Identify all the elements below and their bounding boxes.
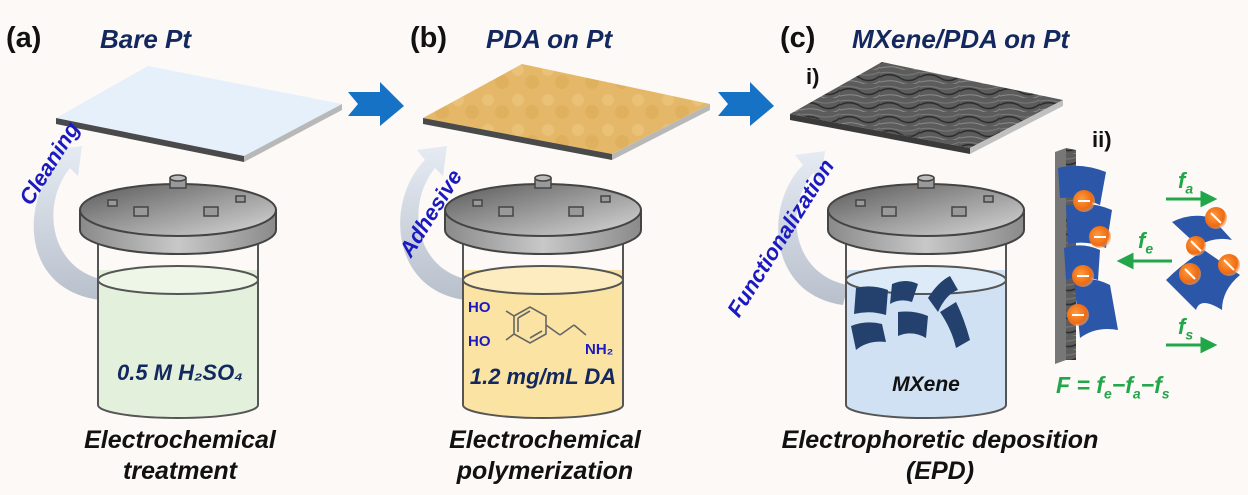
panel-c-label: (c) bbox=[780, 22, 816, 54]
pda-plate bbox=[423, 64, 710, 160]
eq-F: F bbox=[1056, 372, 1071, 398]
panel-a-label: (a) bbox=[6, 22, 42, 54]
caption-a-line1: Electrochemical bbox=[84, 426, 276, 454]
panel-a-title: Bare Pt bbox=[100, 24, 192, 54]
caption-b: Electrochemical polymerization bbox=[395, 425, 695, 487]
epd-electrode-illustration bbox=[1055, 148, 1240, 364]
eq-equals: = bbox=[1070, 372, 1097, 398]
fe-subscript: e bbox=[1145, 240, 1154, 257]
fe-symbol: f bbox=[1138, 228, 1146, 253]
adhesive-swoosh-arrow bbox=[400, 146, 470, 300]
beaker-c bbox=[827, 174, 1025, 419]
eq-fa: f bbox=[1125, 372, 1133, 398]
negative-charges-free bbox=[1179, 207, 1240, 285]
eq-minus2: − bbox=[1140, 372, 1155, 398]
molecule-amine: NH₂ bbox=[585, 341, 614, 358]
dopamine-structure bbox=[505, 306, 587, 344]
eq-fs: f bbox=[1154, 372, 1162, 398]
panel-b-label: (b) bbox=[410, 22, 448, 54]
fs-subscript: s bbox=[1185, 326, 1194, 343]
caption-b-line1: Electrochemical bbox=[449, 426, 641, 454]
panel-c-title: MXene/PDA on Pt bbox=[852, 24, 1070, 54]
beaker-a bbox=[79, 174, 277, 419]
caption-a: Electrochemical treatment bbox=[30, 425, 330, 487]
sub-label-ii: ii) bbox=[1092, 127, 1112, 152]
beaker-b bbox=[444, 174, 642, 419]
force-fe-label: fe bbox=[1138, 228, 1153, 256]
caption-c-line1: Electrophoretic deposition bbox=[781, 426, 1099, 454]
fa-symbol: f bbox=[1178, 168, 1186, 193]
flow-arrow-b-to-c bbox=[718, 82, 774, 126]
molecule-oh1: HO bbox=[468, 299, 491, 316]
fs-symbol: f bbox=[1178, 314, 1186, 339]
force-fs-label: fs bbox=[1178, 314, 1193, 342]
fa-subscript: a bbox=[1185, 180, 1194, 197]
eq-fe: f bbox=[1096, 372, 1104, 398]
panel-b-graphics bbox=[400, 64, 710, 419]
eq-s-sub: s bbox=[1161, 385, 1170, 402]
solution-a-label: 0.5 M H₂SO₄ bbox=[110, 360, 250, 386]
solution-b-label: 1.2 mg/mL DA bbox=[469, 364, 617, 389]
bare-pt-plate bbox=[56, 66, 342, 162]
caption-c: Electrophoretic deposition (EPD) bbox=[745, 425, 1135, 487]
force-equation: F = fe−fa−fs bbox=[1056, 372, 1170, 402]
caption-a-line2: treatment bbox=[123, 457, 237, 485]
panel-c-graphics bbox=[778, 62, 1240, 419]
eq-a-sub: a bbox=[1132, 385, 1141, 402]
solution-a-text: 0.5 M H₂SO₄ bbox=[116, 360, 243, 385]
functionalization-swoosh-arrow bbox=[778, 151, 848, 305]
solution-c-label: MXene bbox=[892, 373, 960, 396]
mxene-pda-plate bbox=[790, 62, 1063, 154]
eq-e-sub: e bbox=[1103, 385, 1112, 402]
cleaning-swoosh-arrow bbox=[33, 146, 105, 300]
flow-arrow-a-to-b bbox=[348, 82, 404, 126]
caption-c-line2: (EPD) bbox=[905, 457, 975, 485]
panel-a-graphics bbox=[33, 66, 342, 419]
sub-label-i: i) bbox=[806, 64, 820, 89]
caption-b-line2: polymerization bbox=[456, 457, 634, 485]
eq-minus1: − bbox=[1111, 372, 1126, 398]
molecule-oh2: HO bbox=[468, 333, 491, 350]
force-fa-label: fa bbox=[1178, 168, 1193, 196]
mxene-flakes bbox=[851, 276, 970, 350]
panel-b-title: PDA on Pt bbox=[486, 24, 613, 54]
negative-charges-on-electrode bbox=[1067, 190, 1111, 326]
